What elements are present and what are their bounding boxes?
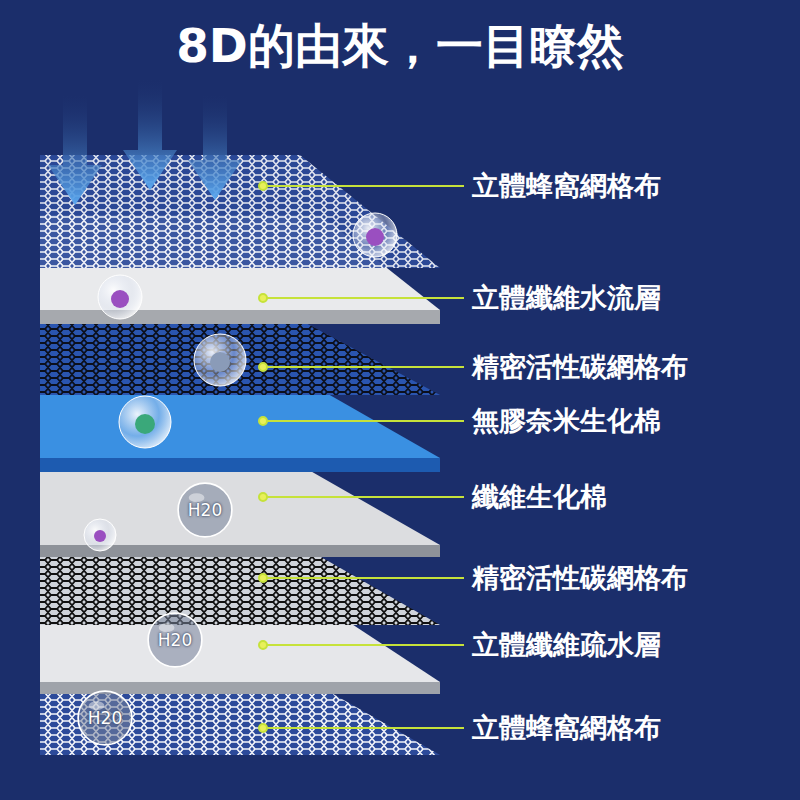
layer-label: 纖維生化棉 bbox=[472, 480, 607, 514]
layer-label: 立體蜂窩網格布 bbox=[472, 711, 661, 745]
layer-label: 精密活性碳網格布 bbox=[472, 350, 688, 384]
layer-label: 立體纖維疏水層 bbox=[472, 628, 661, 662]
water-bubble: H20 bbox=[177, 482, 233, 538]
bubble-label: H20 bbox=[177, 500, 233, 520]
layer-label: 精密活性碳網格布 bbox=[472, 561, 688, 595]
bubble-label: H20 bbox=[147, 630, 203, 650]
leader-lines bbox=[259, 182, 464, 732]
layer-label: 立體纖維水流層 bbox=[472, 281, 661, 315]
layer-5 bbox=[40, 465, 440, 557]
water-bubble: H20 bbox=[147, 612, 203, 668]
water-bubble: H20 bbox=[77, 690, 133, 746]
bubble-label: H20 bbox=[77, 708, 133, 728]
layer-1 bbox=[40, 155, 440, 268]
virus-bubbles bbox=[84, 213, 397, 551]
airflow-arrows bbox=[48, 80, 242, 205]
layer-label: 立體蜂窩網格布 bbox=[472, 169, 661, 203]
title: 8D的由來，一目瞭然 bbox=[0, 14, 800, 78]
layer-3 bbox=[40, 320, 440, 395]
layer-label: 無膠奈米生化棉 bbox=[472, 404, 661, 438]
